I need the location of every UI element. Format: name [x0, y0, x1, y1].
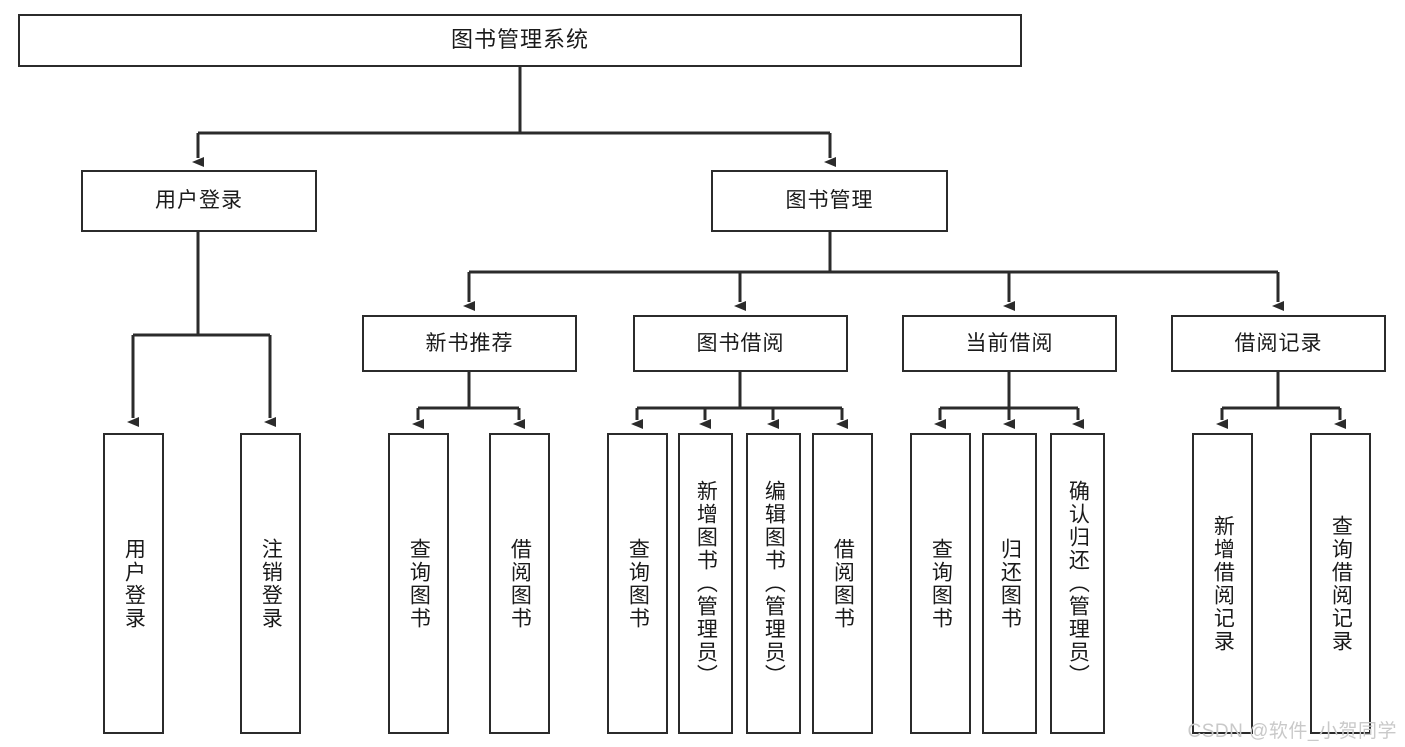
- node-label: 借阅图书: [831, 537, 855, 630]
- node-leaf-query-book-recommend[interactable]: 查询图书: [388, 433, 449, 734]
- node-leaf-add-book-admin[interactable]: 新增图书（管理员）: [678, 433, 733, 734]
- node-label: 图书管理系统: [450, 27, 589, 53]
- node-leaf-query-borrow-record[interactable]: 查询借阅记录: [1310, 433, 1371, 734]
- node-label: 确认归还（管理员）: [1066, 480, 1090, 687]
- node-label: 编辑图书（管理员）: [762, 480, 786, 687]
- node-leaf-add-borrow-record[interactable]: 新增借阅记录: [1192, 433, 1253, 734]
- node-label: 查询图书: [929, 537, 953, 630]
- node-label: 当前借阅: [965, 331, 1054, 355]
- node-book-management[interactable]: 图书管理: [711, 170, 948, 232]
- node-label: 新增借阅记录: [1211, 514, 1235, 653]
- node-leaf-query-book-current[interactable]: 查询图书: [910, 433, 971, 734]
- node-user-login[interactable]: 用户登录: [81, 170, 317, 232]
- node-label: 注销登录: [259, 537, 283, 630]
- node-label: 图书借阅: [696, 331, 785, 355]
- node-leaf-edit-book-admin[interactable]: 编辑图书（管理员）: [746, 433, 801, 734]
- node-leaf-borrow-book-recommend[interactable]: 借阅图书: [489, 433, 550, 734]
- node-book-borrow[interactable]: 图书借阅: [633, 315, 848, 372]
- node-leaf-return-book[interactable]: 归还图书: [982, 433, 1037, 734]
- node-label: 归还图书: [998, 537, 1022, 630]
- node-label: 查询借阅记录: [1329, 514, 1353, 653]
- watermark: CSDN @软件_小贺同学: [1187, 721, 1397, 742]
- node-label: 新书推荐: [425, 331, 514, 355]
- node-label: 新增图书（管理员）: [694, 480, 718, 687]
- node-label: 借阅记录: [1234, 331, 1323, 355]
- node-new-book-recommend[interactable]: 新书推荐: [362, 315, 577, 372]
- node-label: 借阅图书: [508, 537, 532, 630]
- node-leaf-confirm-return-admin[interactable]: 确认归还（管理员）: [1050, 433, 1105, 734]
- node-label: 用户登录: [122, 537, 146, 630]
- node-borrow-record[interactable]: 借阅记录: [1171, 315, 1386, 372]
- node-leaf-query-book-borrow[interactable]: 查询图书: [607, 433, 668, 734]
- node-leaf-user-login[interactable]: 用户登录: [103, 433, 164, 734]
- node-label: 查询图书: [626, 537, 650, 630]
- node-leaf-borrow-book[interactable]: 借阅图书: [812, 433, 873, 734]
- node-root-system[interactable]: 图书管理系统: [18, 14, 1022, 67]
- node-label: 查询图书: [407, 537, 431, 630]
- node-label: 图书管理: [785, 189, 874, 213]
- node-current-borrow[interactable]: 当前借阅: [902, 315, 1117, 372]
- node-leaf-logout[interactable]: 注销登录: [240, 433, 301, 734]
- node-label: 用户登录: [155, 189, 243, 213]
